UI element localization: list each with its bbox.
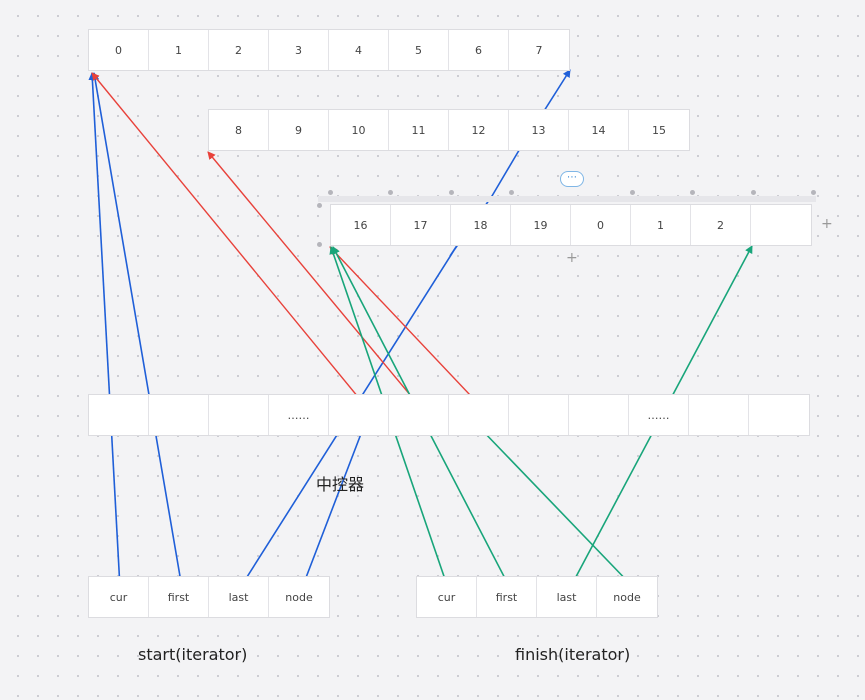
- map-cell: [509, 395, 569, 435]
- buffer-cell[interactable]: 19: [511, 205, 571, 245]
- buffer-cell: 2: [209, 30, 269, 70]
- more-options-button[interactable]: ⋯: [560, 171, 584, 187]
- arrow-map-to-row3: [329, 246, 489, 415]
- map-cell: [389, 395, 449, 435]
- start-iterator-label: start(iterator): [138, 645, 248, 664]
- buffer-cell: 14: [569, 110, 629, 150]
- map-cell: [689, 395, 749, 435]
- map-cell: ……: [269, 395, 329, 435]
- buffer-row-1: 0 1 2 3 4 5 6 7: [88, 29, 570, 71]
- buffer-cell[interactable]: 18: [451, 205, 511, 245]
- add-row-button[interactable]: +: [566, 250, 578, 266]
- buffer-cell[interactable]: 2: [691, 205, 751, 245]
- resize-handle[interactable]: [630, 190, 635, 195]
- buffer-cell: 12: [449, 110, 509, 150]
- arrow-map-to-row2: [207, 151, 427, 415]
- table-selection-bar[interactable]: [318, 196, 816, 202]
- iterator-cell-first: first: [477, 577, 537, 617]
- map-cell: ……: [629, 395, 689, 435]
- map-cell: [449, 395, 509, 435]
- buffer-cell: 8: [209, 110, 269, 150]
- iterator-cell-node: node: [613, 590, 641, 604]
- iterator-cell-last: last: [209, 577, 269, 617]
- buffer-cell: 15: [652, 123, 666, 137]
- map-cell: [149, 395, 209, 435]
- buffer-cell: 6: [449, 30, 509, 70]
- finish-iterator-label: finish(iterator): [515, 645, 631, 664]
- resize-handle[interactable]: [388, 190, 393, 195]
- resize-handle[interactable]: [811, 190, 816, 195]
- buffer-cell[interactable]: 0: [571, 205, 631, 245]
- resize-handle[interactable]: [328, 190, 333, 195]
- finish-iterator-row: cur first last node: [416, 576, 658, 618]
- resize-handle[interactable]: [449, 190, 454, 195]
- buffer-cell: 5: [389, 30, 449, 70]
- buffer-row-2: 8 9 10 11 12 13 14 15: [208, 109, 690, 151]
- map-label: 中控器: [316, 475, 365, 494]
- buffer-cell: 9: [269, 110, 329, 150]
- buffer-cell[interactable]: 16: [331, 205, 391, 245]
- arrow-finish-node: [479, 427, 635, 589]
- add-column-button[interactable]: +: [821, 216, 833, 232]
- start-iterator-row: cur first last node: [88, 576, 330, 618]
- buffer-cell: 7: [535, 43, 543, 57]
- buffer-cell: 0: [89, 30, 149, 70]
- arrow-start-node: [301, 425, 366, 589]
- map-cell: [569, 395, 629, 435]
- buffer-cell: 3: [269, 30, 329, 70]
- iterator-cell-cur: cur: [89, 577, 149, 617]
- map-cell: [329, 395, 389, 435]
- buffer-row-3[interactable]: 16 17 18 19 0 1 2: [330, 204, 812, 246]
- resize-handle[interactable]: [317, 242, 322, 247]
- iterator-cell-cur: cur: [417, 577, 477, 617]
- arrow-map-to-row1: [91, 72, 373, 415]
- buffer-cell: 4: [329, 30, 389, 70]
- iterator-cell-last: last: [537, 577, 597, 617]
- map-cell: [89, 395, 149, 435]
- arrow-start-first: [91, 72, 183, 589]
- map-cell: [749, 395, 809, 435]
- resize-handle[interactable]: [690, 190, 695, 195]
- map-cell: [209, 395, 269, 435]
- buffer-cell[interactable]: 17: [391, 205, 451, 245]
- iterator-cell-node: node: [285, 590, 313, 604]
- resize-handle[interactable]: [751, 190, 756, 195]
- buffer-cell: 1: [149, 30, 209, 70]
- buffer-cell[interactable]: 1: [631, 205, 691, 245]
- buffer-cell: 11: [389, 110, 449, 150]
- buffer-cell[interactable]: [751, 205, 811, 245]
- arrow-start-cur: [88, 72, 121, 589]
- iterator-cell-first: first: [149, 577, 209, 617]
- resize-handle[interactable]: [317, 203, 322, 208]
- map-row: …… ……: [88, 394, 810, 436]
- buffer-cell: 13: [509, 110, 569, 150]
- buffer-cell: 10: [329, 110, 389, 150]
- resize-handle[interactable]: [509, 190, 514, 195]
